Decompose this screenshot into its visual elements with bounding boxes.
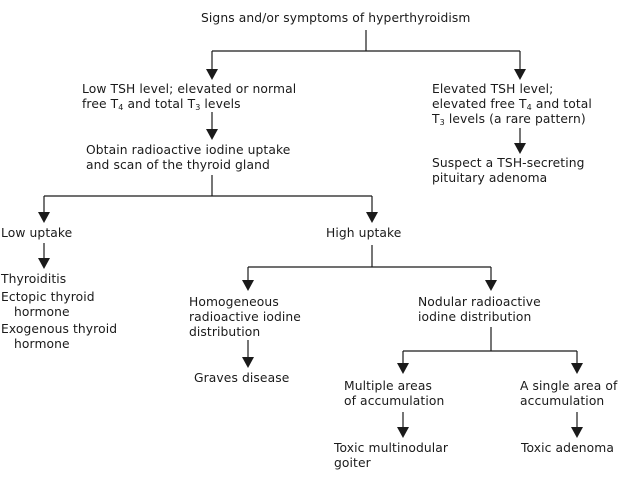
subscript: 4: [526, 103, 532, 112]
node-line: Graves disease: [194, 371, 290, 385]
node-homogeneous: Homogeneous radioactive iodine distribut…: [189, 295, 301, 340]
node-radioactive-uptake: Obtain radioactive iodine uptake and sca…: [86, 143, 290, 173]
node-line: Low TSH level; elevated or normal: [82, 82, 297, 96]
text-run: and total: [531, 97, 592, 111]
cause-item: Ectopic thyroid: [1, 290, 95, 304]
node-line: Toxic adenoma: [521, 441, 614, 455]
arrowhead: [242, 357, 254, 368]
cause-item-continuation: hormone: [14, 337, 70, 351]
arrowhead: [38, 212, 50, 223]
arrowhead: [571, 363, 583, 374]
node-line: radioactive iodine: [189, 310, 301, 324]
node-line: goiter: [334, 456, 371, 470]
arrowhead: [397, 363, 409, 374]
node-line: Signs and/or symptoms of hyperthyroidism: [201, 11, 471, 25]
arrowhead: [514, 143, 526, 154]
arrowhead: [485, 280, 497, 291]
cause-item-continuation: hormone: [14, 305, 70, 319]
subscript: 4: [118, 103, 124, 112]
node-toxic-adenoma: Toxic adenoma: [521, 441, 614, 456]
node-line: pituitary adenoma: [432, 171, 548, 185]
node-line: accumulation: [520, 394, 605, 408]
node-line: High uptake: [326, 226, 402, 240]
text-run: and total T: [123, 97, 196, 111]
arrowhead: [38, 258, 50, 269]
node-line: A single area of: [520, 379, 618, 393]
arrowhead: [242, 280, 254, 291]
node-line: Nodular radioactive: [418, 295, 541, 309]
node-line: Low uptake: [1, 226, 73, 240]
node-elevated-tsh: Elevated TSH level; elevated free T4 and…: [432, 82, 592, 127]
text-run: levels (a rare pattern): [444, 112, 586, 126]
cause-item: Exogenous thyroid: [1, 322, 118, 336]
node-line: Obtain radioactive iodine uptake: [86, 143, 291, 157]
arrowhead: [206, 129, 218, 140]
text-run: free T: [82, 97, 119, 111]
arrowhead: [571, 427, 583, 438]
node-line: of accumulation: [344, 394, 445, 408]
arrowhead: [397, 427, 409, 438]
node-single-area: A single area of accumulation: [520, 379, 617, 409]
node-root: Signs and/or symptoms of hyperthyroidism: [201, 11, 471, 26]
node-line: T3 levels (a rare pattern): [432, 112, 592, 127]
node-tsh-adenoma: Suspect a TSH-secreting pituitary adenom…: [432, 156, 585, 186]
node-low-tsh: Low TSH level; elevated or normal free T…: [82, 82, 296, 112]
cause-item: Thyroiditis: [1, 272, 67, 286]
node-line: iodine distribution: [418, 310, 532, 324]
arrowhead: [206, 69, 218, 80]
arrowhead: [514, 69, 526, 80]
node-line: Homogeneous: [189, 295, 279, 309]
node-line: elevated free T4 and total: [432, 97, 592, 112]
node-graves-disease: Graves disease: [194, 371, 289, 386]
node-multiple-areas: Multiple areas of accumulation: [344, 379, 444, 409]
subscript: 3: [195, 103, 201, 112]
node-line: free T4 and total T3 levels: [82, 97, 296, 112]
node-low-uptake-causes: Thyroiditis Ectopic thyroid hormone Exog…: [1, 272, 117, 352]
node-line: Multiple areas: [344, 379, 432, 393]
node-line: Suspect a TSH-secreting: [432, 156, 585, 170]
node-line: Toxic multinodular: [334, 441, 449, 455]
node-line: and scan of the thyroid gland: [86, 158, 270, 172]
node-toxic-multinodular-goiter: Toxic multinodular goiter: [334, 441, 448, 471]
text-run: T: [432, 112, 440, 126]
node-line: distribution: [189, 325, 261, 339]
arrowhead: [366, 212, 378, 223]
node-high-uptake: High uptake: [326, 226, 401, 241]
subscript: 3: [439, 118, 445, 127]
node-nodular: Nodular radioactive iodine distribution: [418, 295, 541, 325]
text-run: levels: [200, 97, 241, 111]
text-run: elevated free T: [432, 97, 527, 111]
node-line: Elevated TSH level;: [432, 82, 554, 96]
node-low-uptake: Low uptake: [1, 226, 72, 241]
